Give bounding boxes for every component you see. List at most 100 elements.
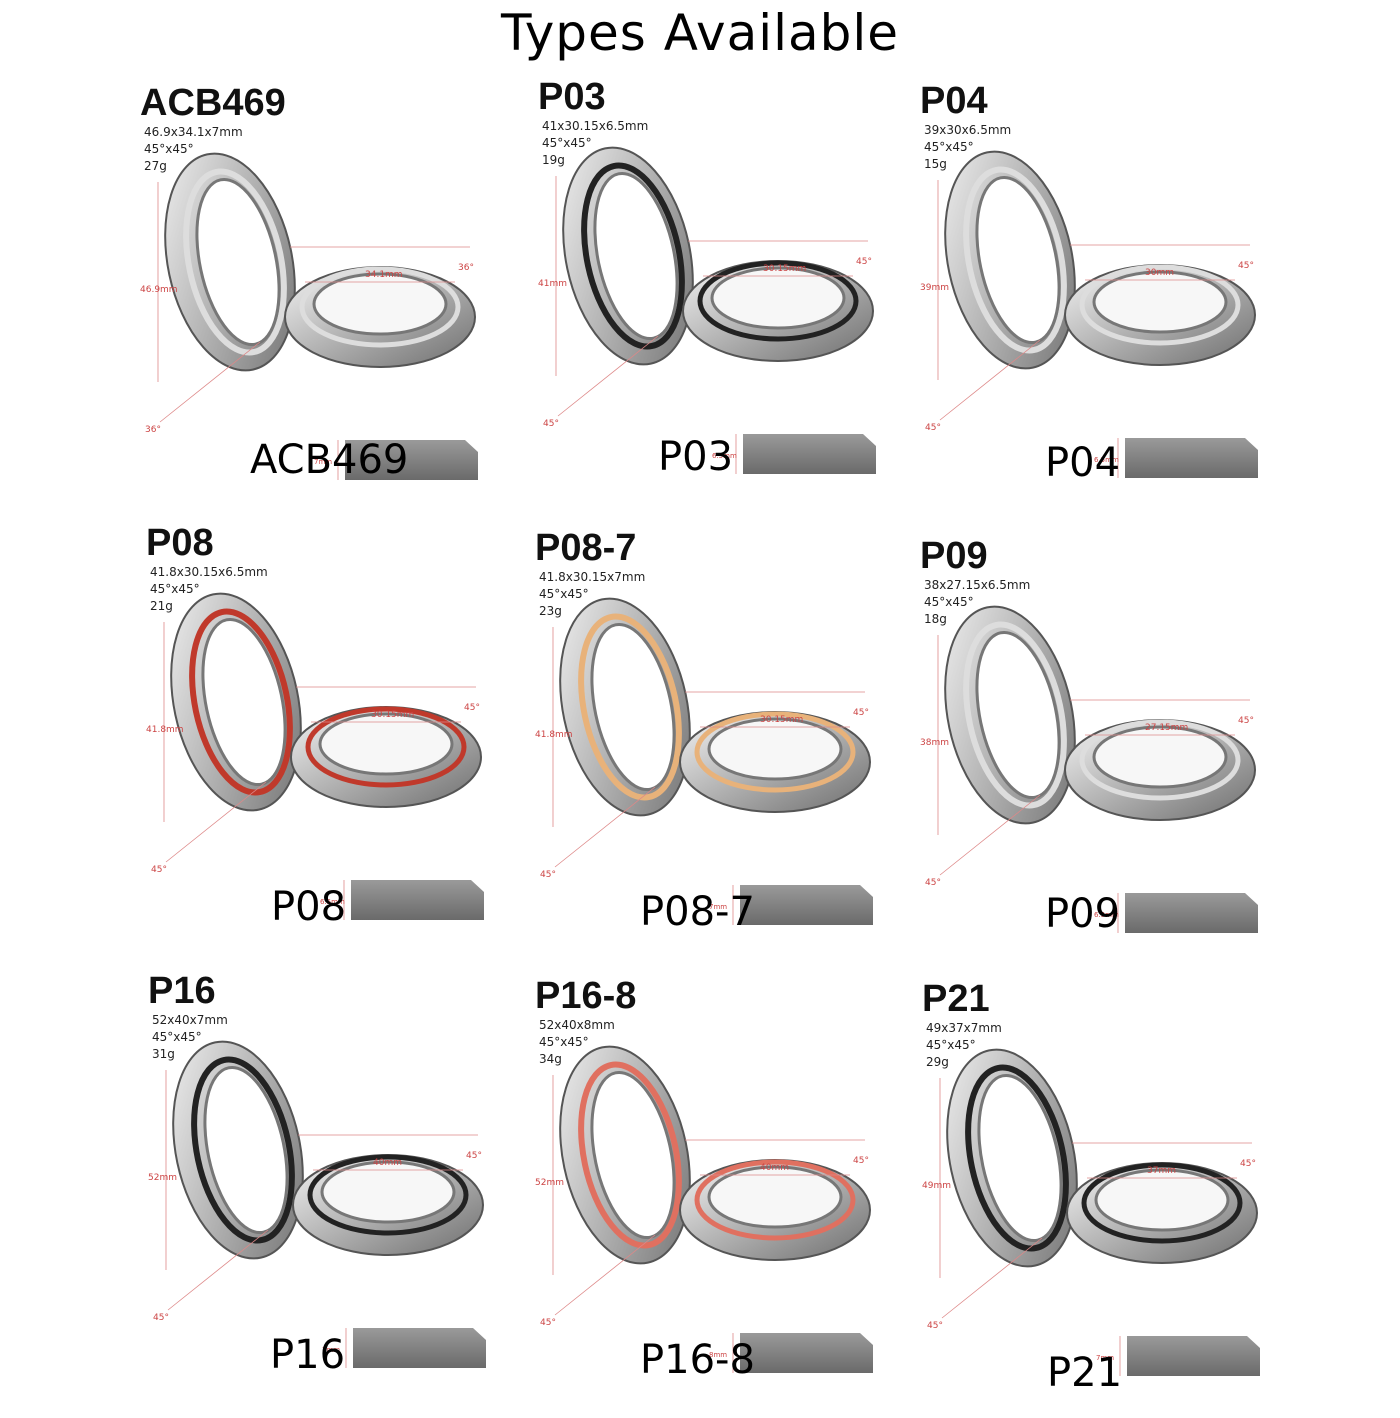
bearing-caption: P08-7	[640, 889, 755, 935]
angle-label-left: 45°	[540, 870, 556, 880]
dimension-lines	[555, 176, 868, 417]
height-block: 7mm	[1096, 1336, 1260, 1376]
bearing-ring-flat	[292, 1154, 484, 1256]
angle-label-left: 45°	[151, 865, 167, 875]
id-label: 30.15mm	[760, 715, 803, 725]
bearing-ring-flat	[284, 266, 476, 368]
dimension-lines	[937, 180, 1250, 421]
dimension-lines	[939, 1078, 1252, 1319]
model-heading: P08	[146, 522, 214, 564]
od-label: 49mm	[922, 1181, 951, 1191]
od-label: 38mm	[920, 738, 949, 748]
angle-label-right: 36°	[458, 263, 474, 273]
spec-angle: 45°x45°	[542, 136, 592, 150]
od-label: 41.8mm	[146, 725, 184, 735]
spec-dims: 39x30x6.5mm	[924, 123, 1012, 137]
spec-angle: 45°x45°	[924, 595, 974, 609]
model-heading: ACB469	[140, 82, 286, 124]
id-label: 37mm	[1147, 1166, 1176, 1176]
angle-label-left: 45°	[153, 1313, 169, 1323]
spec-dims: 49x37x7mm	[926, 1021, 1002, 1035]
angle-label-left: 45°	[925, 878, 941, 888]
spec-dims: 41.8x30.15x7mm	[539, 570, 646, 584]
bearing-caption: P16-8	[640, 1337, 755, 1383]
bearing-ring-side	[946, 1048, 1078, 1268]
angle-label-right: 45°	[1238, 716, 1254, 726]
height-label: 7mm	[314, 458, 332, 466]
spec-weight: 34g	[539, 1052, 562, 1066]
od-label: 52mm	[535, 1178, 564, 1188]
bearing-caption: P03	[658, 434, 734, 480]
spec-weight: 15g	[924, 157, 947, 171]
model-heading: P03	[538, 76, 606, 118]
bearing-ring-flat	[679, 1159, 871, 1261]
bearing-ring-flat	[682, 260, 874, 362]
bearing-ring-flat	[290, 706, 482, 808]
bearing-ring-side	[559, 1045, 691, 1265]
angle-label-right: 45°	[1240, 1159, 1256, 1169]
height-block: 7mm	[709, 885, 873, 925]
angle-label-left: 36°	[145, 425, 161, 435]
angle-label-right: 45°	[466, 1151, 482, 1161]
spec-dims: 52x40x8mm	[539, 1018, 615, 1032]
bearing-caption: P04	[1045, 440, 1121, 486]
model-heading: P04	[920, 80, 988, 122]
model-heading: P09	[920, 535, 988, 577]
dimension-lines	[165, 1070, 478, 1311]
spec-weight: 27g	[144, 159, 167, 173]
spec-dims: 41.8x30.15x6.5mm	[150, 565, 268, 579]
id-label: 30.15mm	[763, 264, 806, 274]
height-label: 6.5mm	[1094, 456, 1119, 464]
model-heading: P21	[922, 978, 990, 1020]
spec-angle: 45°x45°	[926, 1038, 976, 1052]
spec-angle: 45°x45°	[150, 582, 200, 596]
angle-label-right: 45°	[1238, 261, 1254, 271]
dimension-lines	[552, 1075, 865, 1316]
spec-dims: 38x27.15x6.5mm	[924, 578, 1031, 592]
dimension-lines	[163, 622, 476, 863]
angle-label-right: 45°	[856, 257, 872, 267]
spec-weight: 18g	[924, 612, 947, 626]
bearing-ring-side	[172, 1040, 304, 1260]
bearing-ring-flat	[679, 711, 871, 813]
bearing-caption: P21	[1047, 1350, 1123, 1396]
dimension-lines	[157, 182, 470, 423]
angle-label-right: 45°	[853, 708, 869, 718]
id-label: 30mm	[1145, 268, 1174, 278]
bearing-ring-side	[559, 597, 691, 817]
height-label: 7mm	[1096, 1354, 1114, 1362]
model-heading: P08-7	[535, 527, 637, 569]
spec-dims: 41x30.15x6.5mm	[542, 119, 649, 133]
spec-dims: 52x40x7mm	[152, 1013, 228, 1027]
height-block: 6.5mm	[320, 880, 484, 920]
spec-dims: 46.9x34.1x7mm	[144, 125, 243, 139]
bearing-ring-flat	[1066, 1162, 1258, 1264]
angle-label-left: 45°	[540, 1318, 556, 1328]
od-label: 46.9mm	[140, 285, 178, 295]
bearing-ring-side	[170, 592, 302, 812]
spec-weight: 31g	[152, 1047, 175, 1061]
height-label: 8mm	[709, 1351, 727, 1359]
model-heading: P16-8	[535, 975, 637, 1017]
id-label: 34.1mm	[365, 270, 403, 280]
height-block: 6.5mm	[1094, 438, 1258, 478]
dimension-lines	[937, 635, 1250, 876]
angle-label-right: 45°	[853, 1156, 869, 1166]
